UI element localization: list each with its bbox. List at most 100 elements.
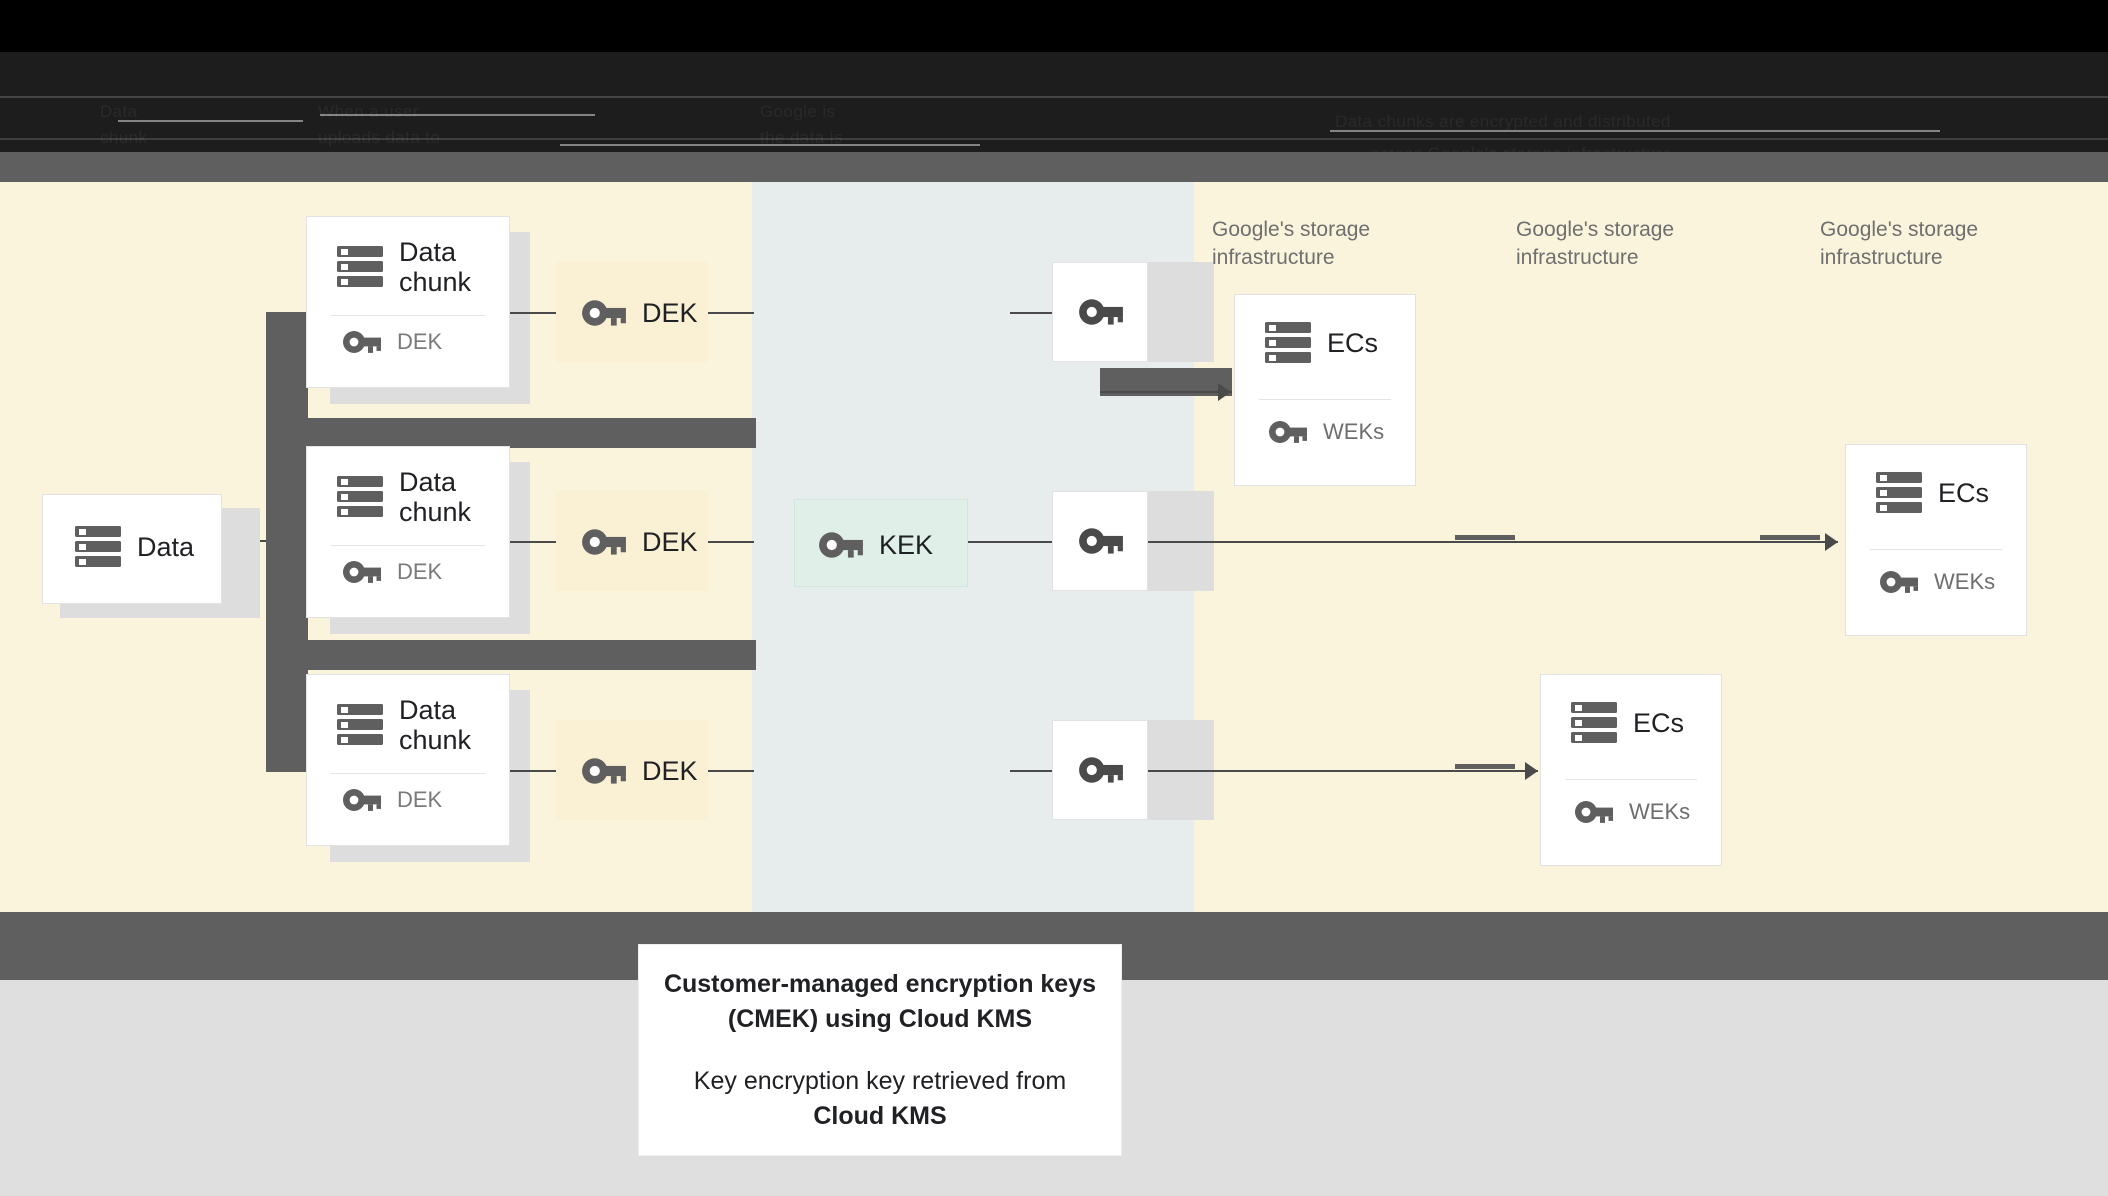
- wrapped-key-card-2[interactable]: [1052, 491, 1148, 591]
- card-divider: [331, 773, 485, 774]
- card-divider: [331, 545, 485, 546]
- chunk-card-title: Data chunk: [399, 237, 472, 298]
- header-fragment-6: Google is: [760, 102, 836, 121]
- header-obscured-text-band: Data chunk DEKs When a user uploads data…: [0, 52, 2108, 173]
- key-icon: [582, 300, 626, 326]
- connector-chunk1-dek1: [510, 312, 556, 314]
- ec-card-key-label: WEKs: [1934, 569, 1996, 594]
- chunk-card-2[interactable]: Data chunk DEK: [306, 446, 510, 618]
- card-divider: [1565, 779, 1697, 780]
- caption-line-3: Key encryption key retrieved from: [693, 1067, 1067, 1095]
- caption-line-2: (CMEK) using Cloud KMS: [727, 1004, 1033, 1033]
- card-divider: [1870, 549, 2002, 550]
- arrow-head-middle: [1825, 533, 1838, 551]
- arrow-line-top: [1100, 391, 1232, 393]
- key-icon: [819, 532, 863, 558]
- chunk-card-title: Data chunk: [399, 467, 472, 528]
- key-icon: [1079, 757, 1123, 783]
- connector-dek3-out: [708, 770, 754, 772]
- wrapped-key-card-1[interactable]: [1052, 262, 1148, 362]
- kek-tile[interactable]: KEK: [794, 499, 968, 587]
- caption-line-1: Customer-managed encryption keys: [663, 970, 1097, 998]
- glitch-streak: [0, 138, 2108, 140]
- header-fragment-0: Data: [100, 102, 138, 121]
- card-divider: [331, 315, 485, 316]
- header-fragment-9: Data chunks are encrypted and distribute…: [1335, 112, 1671, 131]
- connector-dek2-out: [708, 541, 754, 543]
- branch-arm-bottom: [266, 640, 756, 670]
- server-icon: [1265, 322, 1311, 363]
- key-icon: [582, 529, 626, 555]
- header-fragment-3: When a user: [318, 102, 419, 121]
- dek-tile-1[interactable]: DEK: [556, 262, 708, 362]
- storage-caption-1: Google's storage infrastructure: [1212, 218, 1371, 269]
- kek-tile-label: KEK: [879, 530, 934, 560]
- glitch-streak: [118, 120, 303, 122]
- ec-card-2[interactable]: ECs WEKs: [1845, 444, 2027, 636]
- glitch-streak: [320, 114, 595, 116]
- server-icon: [337, 476, 383, 518]
- data-card-label: Data: [137, 531, 195, 562]
- arrow-line-bottom: [1148, 770, 1538, 772]
- ec-card-3[interactable]: ECs WEKs: [1540, 674, 1722, 866]
- key-icon: [1575, 801, 1613, 823]
- glitch-streak: [1330, 130, 1940, 132]
- chunk-card-1[interactable]: Data chunk DEK: [306, 216, 510, 388]
- dek-tile-3[interactable]: DEK: [556, 720, 708, 820]
- ec-card-title: ECs: [1327, 327, 1379, 358]
- server-icon: [337, 704, 383, 746]
- key-icon: [1269, 421, 1307, 443]
- key-icon: [1079, 299, 1123, 325]
- branch-arm-top: [266, 418, 756, 448]
- arrow-accent-middle-2: [1760, 535, 1820, 540]
- connector-kek-to-wek2: [968, 541, 1052, 543]
- arrow-accent-bottom: [1455, 764, 1515, 769]
- data-card[interactable]: Data: [42, 494, 222, 604]
- dek-tile-label: DEK: [642, 756, 698, 786]
- storage-caption-2: Google's storage infrastructure: [1516, 218, 1675, 269]
- header-fragment-7: the data is: [760, 128, 843, 147]
- key-icon: [343, 789, 381, 811]
- ec-card-key-label: WEKs: [1323, 419, 1385, 444]
- ec-card-key-label: WEKs: [1629, 799, 1691, 824]
- caption-line-4: Cloud KMS: [813, 1101, 947, 1130]
- key-icon: [582, 758, 626, 784]
- connector-chunk3-dek3: [510, 770, 556, 772]
- arrow-line-middle: [1148, 541, 1838, 543]
- caption-card: Customer-managed encryption keys (CMEK) …: [638, 944, 1122, 1156]
- connector-to-wek1: [1010, 312, 1052, 314]
- branch-trunk: [266, 312, 308, 772]
- chunk-card-key-label: DEK: [397, 559, 443, 584]
- connector-dek1-out: [708, 312, 754, 314]
- header-fragment-1: chunk: [100, 128, 148, 147]
- key-icon: [1880, 571, 1918, 593]
- chunk-card-key-label: DEK: [397, 787, 443, 812]
- card-divider: [1259, 399, 1391, 400]
- glitch-streak: [560, 144, 980, 146]
- connector-to-wek3: [1010, 770, 1052, 772]
- key-icon: [343, 561, 381, 583]
- header-fragment-4: uploads data to: [318, 128, 441, 147]
- server-icon: [1571, 702, 1617, 743]
- key-icon: [343, 331, 381, 353]
- chunk-card-key-label: DEK: [397, 329, 443, 354]
- arrow-head-bottom: [1525, 762, 1538, 780]
- dek-tile-label: DEK: [642, 527, 698, 557]
- ec-card-title: ECs: [1938, 477, 1990, 508]
- header-top-black-strip: [0, 0, 2108, 52]
- ec-card-title: ECs: [1633, 707, 1685, 738]
- glitch-streak: [0, 96, 2108, 98]
- arrow-head-top: [1218, 383, 1231, 401]
- wrapped-key-card-3[interactable]: [1052, 720, 1148, 820]
- ec-card-1[interactable]: ECs WEKs: [1234, 294, 1416, 486]
- server-icon: [1876, 472, 1922, 513]
- dek-tile-2[interactable]: DEK: [556, 491, 708, 591]
- header-divider-bar: [0, 152, 2108, 182]
- key-icon: [1079, 528, 1123, 554]
- server-icon: [75, 526, 121, 567]
- arrow-accent-middle: [1455, 535, 1515, 540]
- dek-tile-label: DEK: [642, 298, 698, 328]
- server-icon: [337, 246, 383, 288]
- chunk-card-3[interactable]: Data chunk DEK: [306, 674, 510, 846]
